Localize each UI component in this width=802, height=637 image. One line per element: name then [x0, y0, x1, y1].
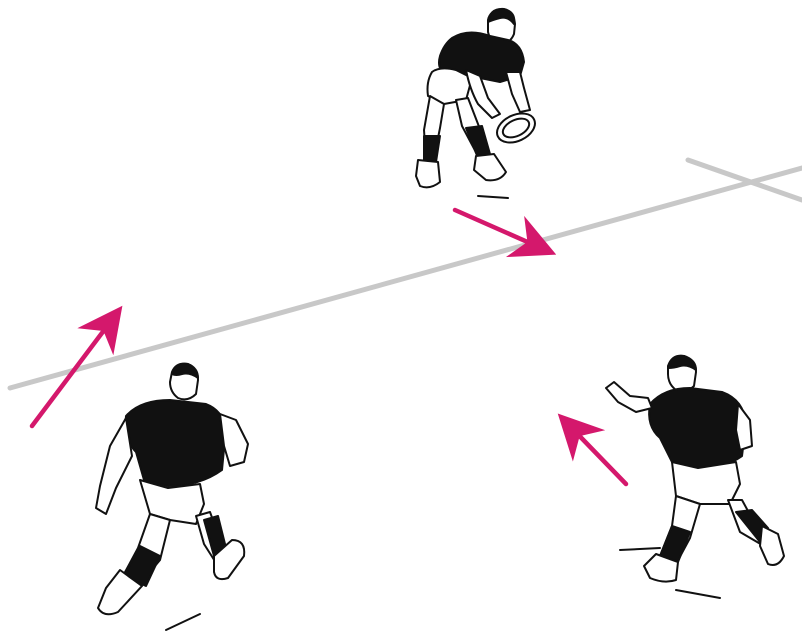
left-boot — [416, 160, 440, 187]
left-sock — [424, 136, 440, 162]
